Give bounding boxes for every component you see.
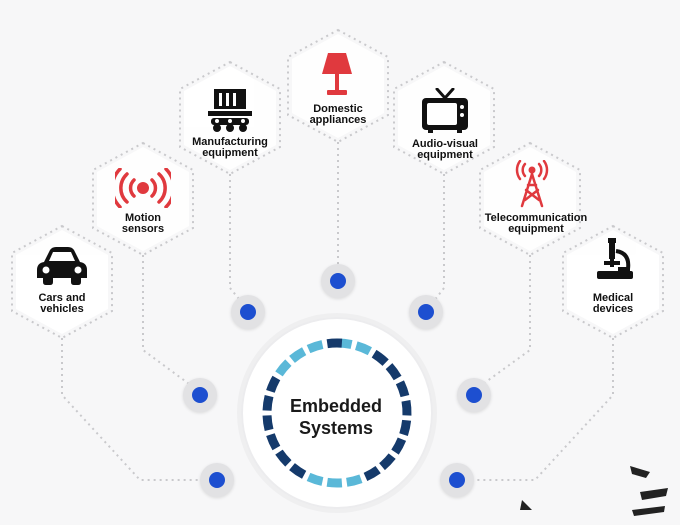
category-label-manufacturing: Manufacturing equipment <box>192 136 268 159</box>
connector-dot <box>457 378 491 412</box>
ring-segment <box>391 437 407 455</box>
ring-segment <box>326 338 343 349</box>
ring-segment <box>275 449 292 467</box>
car-icon <box>37 247 87 285</box>
ring-segment <box>306 472 324 486</box>
ring-segment <box>346 474 363 487</box>
ring-segment <box>371 349 389 366</box>
ring-segment <box>266 375 281 393</box>
ring-segment <box>289 347 307 363</box>
connector-dot <box>321 264 355 298</box>
category-label-audiovisual: Audio-visual equipment <box>411 138 478 161</box>
motion-sensor-icon <box>115 168 171 208</box>
ring-segment <box>395 380 410 398</box>
tv-icon <box>422 88 468 133</box>
ring-segment <box>289 463 307 479</box>
antenna-tower-icon <box>515 160 549 208</box>
category-label-motion-sensors: Motion sensors <box>121 212 165 235</box>
category-label-telecom: Telecommunication equipment <box>484 212 588 235</box>
ring-segment <box>262 415 274 432</box>
ring-segment <box>275 359 292 377</box>
category-label-cars: Cars and vehicles <box>38 292 86 315</box>
lamp-icon <box>322 53 352 95</box>
category-label-domestic: Domestic appliances <box>309 103 367 126</box>
ring-segment <box>379 453 396 471</box>
ring-segment <box>262 394 274 411</box>
ring-segment <box>306 340 324 354</box>
connector-dot <box>409 295 443 329</box>
center-ring <box>262 338 412 488</box>
category-label-medical: Medical devices <box>592 292 634 315</box>
center-title: Embedded Systems <box>289 396 382 438</box>
microscope-icon <box>597 238 633 279</box>
connector-dot <box>200 463 234 497</box>
ring-segment <box>326 477 343 488</box>
ring-segment <box>385 363 402 381</box>
ring-segment <box>401 400 412 416</box>
ring-segment <box>354 341 372 356</box>
connector-dot <box>231 295 265 329</box>
ring-segment <box>363 465 381 482</box>
connector-dot <box>440 463 474 497</box>
ring-segment <box>399 419 412 437</box>
connector-dot <box>183 378 217 412</box>
ring-segment <box>266 433 281 451</box>
corner-artifact <box>520 466 668 516</box>
manufacturing-equipment-icon <box>208 89 252 132</box>
